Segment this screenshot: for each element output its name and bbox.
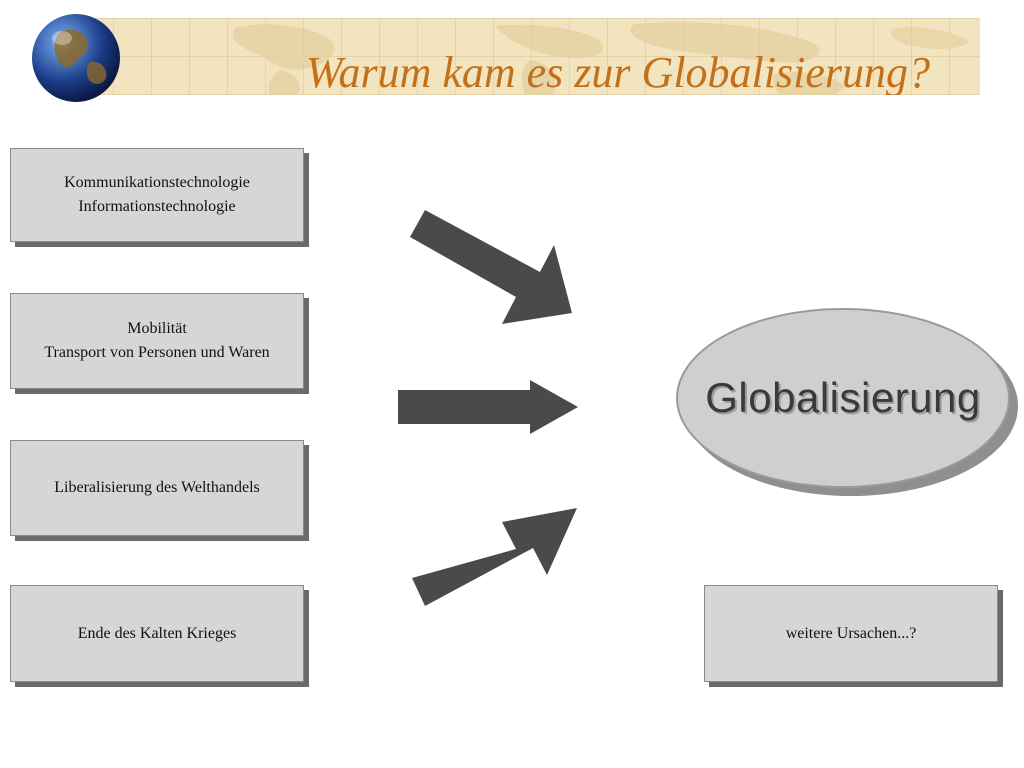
cause-line-2: Transport von Personen und Waren xyxy=(44,344,270,361)
arrow-down-right xyxy=(410,210,572,324)
other-causes-label: weitere Ursachen...? xyxy=(785,624,917,642)
globalisierung-label: Globalisierung xyxy=(705,374,981,421)
title-banner: Warum kam es zur Globalisierung? xyxy=(75,18,980,95)
globalisierung-ellipse: Globalisierung xyxy=(676,308,1010,488)
arrow-right xyxy=(398,380,578,434)
cause-line-1: Ende des Kalten Krieges xyxy=(77,624,237,642)
cause-box-trade-liberalization: Liberalisierung des Welthandels xyxy=(10,440,304,536)
globalisierung-node: Globalisierung xyxy=(676,308,1022,500)
cause-box-end-of-cold-war: Ende des Kalten Krieges xyxy=(10,585,304,682)
other-causes-box: weitere Ursachen...? xyxy=(704,585,998,682)
world-map-decoration xyxy=(232,21,970,95)
page-title: Warum kam es zur Globalisierung? xyxy=(305,48,930,95)
cause-line-1: Liberalisierung des Welthandels xyxy=(54,479,260,496)
cause-line-2: Informationstechnologie xyxy=(78,198,236,215)
cause-line-1: Mobilität xyxy=(127,320,187,337)
arrow-up-right xyxy=(412,508,577,606)
cause-box-mobility: Mobilität Transport von Personen und War… xyxy=(10,293,304,389)
globe-icon xyxy=(32,14,120,102)
cause-line-1: Kommunikationstechnologie xyxy=(64,174,250,191)
cause-box-communication: Kommunikationstechnologie Informationste… xyxy=(10,148,304,242)
